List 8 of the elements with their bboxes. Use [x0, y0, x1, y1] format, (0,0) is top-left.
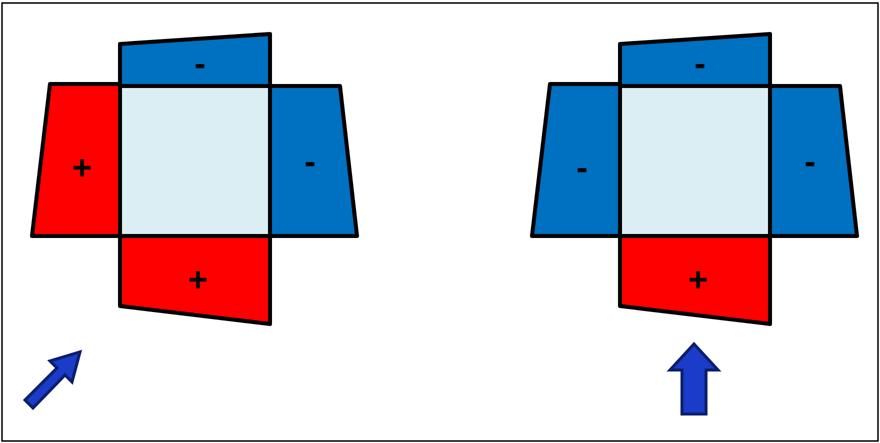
panel-sign: - — [576, 151, 588, 185]
panel-sign: - — [804, 145, 816, 179]
panel-sign: - — [304, 145, 316, 179]
panel-sign: - — [194, 47, 206, 81]
panel-sign: - — [694, 47, 706, 81]
panel-sign: + — [72, 151, 92, 185]
panel-sign: + — [188, 263, 208, 297]
panel-sign: + — [688, 263, 708, 297]
